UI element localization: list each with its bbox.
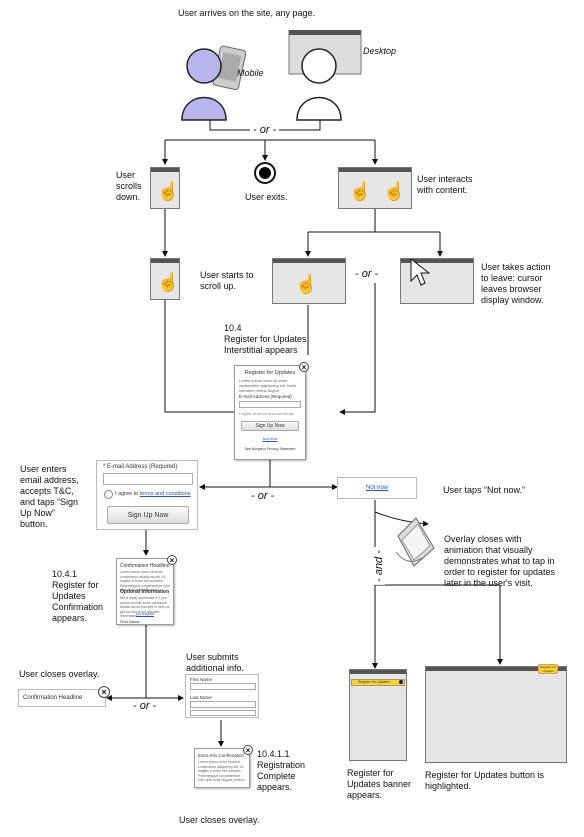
or-connector-2: - or - [352,268,382,280]
mobile-screen-scroll-down: ☝ [150,167,180,209]
interstitial-not-now-link[interactable]: Not now [262,436,278,441]
closes-overlay-label: User closes overlay. [19,669,100,679]
submits-label: User submits additional info. [186,652,245,673]
additional-info-form: First Name Last Name [185,674,259,718]
interstitial-label: 10.4 Register for Updates Interstitial a… [224,323,307,355]
hand-tap-icon: ☝ [349,181,372,201]
zoom-email-label: * E-mail Address (Required) [103,464,178,470]
interstitial-email-field[interactable] [239,401,301,408]
complete-body: Lorem ipsum dolor sit amet, consectetur … [198,760,246,782]
first-name-field[interactable] [190,683,256,690]
desktop-screen-scroll-up: ☝ [272,258,346,304]
hand-scroll-desktop-icon: ☝ [295,274,318,294]
confirmation-body: Lorem ipsum dolor sit amet, consectetur … [120,570,170,592]
not-now-box: Not now [337,477,417,499]
first-name-label: First Name [190,677,213,682]
hand-scroll-icon: ☝ [157,181,180,201]
button-highlighted-label: Register for Updates button is highlight… [425,770,545,791]
exit-icon [254,162,276,184]
complete-title: Extra Info Confirmation [198,753,245,758]
taps-not-now-label: User taps “Not now.” [443,485,526,495]
hand-point-icon: ☝ [383,181,406,201]
highlight-button-label: Register for Updates [540,665,556,673]
extra-field[interactable] [190,710,256,716]
closed-confirmation-title: Confirmation Headline [23,695,83,701]
mobile-banner-screen: Register for Updates [349,669,407,761]
last-name-field[interactable] [190,701,256,708]
terms-link[interactable]: terms and conditions [139,491,191,497]
complete-close-icon[interactable]: × [243,745,253,755]
and-connector: - and - [372,547,385,585]
optional-info-body: We'd really appreciate it if you would p… [120,596,170,618]
highlighted-register-button[interactable]: Register for Updates [538,664,558,674]
enters-label: User enters email address, accepts T&C, … [20,464,79,529]
not-now-link[interactable]: Not now [365,485,388,491]
interstitial-privacy[interactable]: See Morgan's Privacy Statement [244,447,296,451]
or-connector-3: - or - [248,490,278,502]
desktop-screen-leave [400,258,474,304]
complete-label: 10.4.1.1 Registration Complete appears. [257,749,306,792]
no-thanks-link[interactable]: No thanks [135,611,154,616]
zoom-email-field[interactable] [103,473,193,485]
start-label: User arrives on the site, any page. [178,8,316,18]
overlay-animation-icon [392,512,438,568]
confirmation-label: 10.4.1 Register for Updates Confirmation… [52,569,104,623]
zoom-signup-button[interactable]: Sign Up Now [107,506,189,524]
confirmation-title: Confirmation Headline [120,563,170,569]
mobile-person-icon [178,44,247,124]
scroll-up-label: User starts to scroll up. [200,270,254,291]
interstitial-agree[interactable]: I agree to terms and conditions [239,411,294,416]
desktop-person-icon [287,29,367,124]
complete-card: × Extra Info Confirmation Lorem ipsum do… [194,745,253,788]
closed-close-icon[interactable]: × [98,686,110,698]
overlay-closes-label: Overlay closes with animation that visua… [444,534,556,588]
confirmation-first-name: First Name [120,619,140,624]
mobile-screen-scroll-up: ☝ [150,258,180,300]
desktop-label: Desktop [363,46,397,56]
desktop-highlight-screen: Register for Updates [425,664,567,763]
closed-confirmation-box: Confirmation Headline × [18,686,110,707]
agree-checkbox[interactable] [104,490,113,499]
banner-close-icon[interactable] [399,680,403,684]
edge-desktop2-to-inter [339,283,376,415]
optional-info-heading: Optional Information [120,589,170,595]
or-connector-4: - or - [130,700,160,712]
edge-desktop-split [308,208,440,233]
mobile-label: Mobile [237,68,264,78]
interstitial-card: × Register for Updates Lorem ipsum dolor… [234,362,309,460]
interstitial-title: Register for Updates [244,370,296,376]
hand-scroll-up-icon: ☝ [157,272,180,292]
banner-label: Register for Updates [358,680,391,684]
last-name-label: Last Name [190,695,212,700]
signup-form-zoom: * E-mail Address (Required) I agree to t… [96,460,198,530]
or-connector-1: - or - [250,124,280,136]
interstitial-email-label: E-mail Address (Required) [239,394,292,399]
edge-to-overlay [374,511,429,527]
desktop-screen-interact: ☝ ☝ [338,167,412,209]
register-banner[interactable]: Register for Updates [351,679,405,686]
interstitial-signup-button[interactable]: Sign Up Now [241,421,299,431]
confirmation-close-icon[interactable]: × [167,555,177,565]
interacts-label: User interacts with content. [417,174,473,195]
closes-overlay-2-label: User closes overlay. [179,815,260,825]
scroll-down-label: User scrolls down. [116,170,142,202]
exit-label: User exits. [245,192,288,202]
close-icon[interactable]: × [299,362,309,372]
zoom-agree-prefix: I agree to [115,491,140,497]
confirmation-card: × Confirmation Headline Lorem ipsum dolo… [116,555,177,625]
cursor-icon [410,259,431,286]
interstitial-body: Lorem ipsum dolor sit amet, consectetur … [239,378,297,393]
banner-appears-label: Register for Updates banner appears. [347,768,412,800]
leave-label: User takes action to leave: cursor leave… [481,262,551,305]
zoom-agree-text: I agree to terms and conditions [115,491,191,497]
